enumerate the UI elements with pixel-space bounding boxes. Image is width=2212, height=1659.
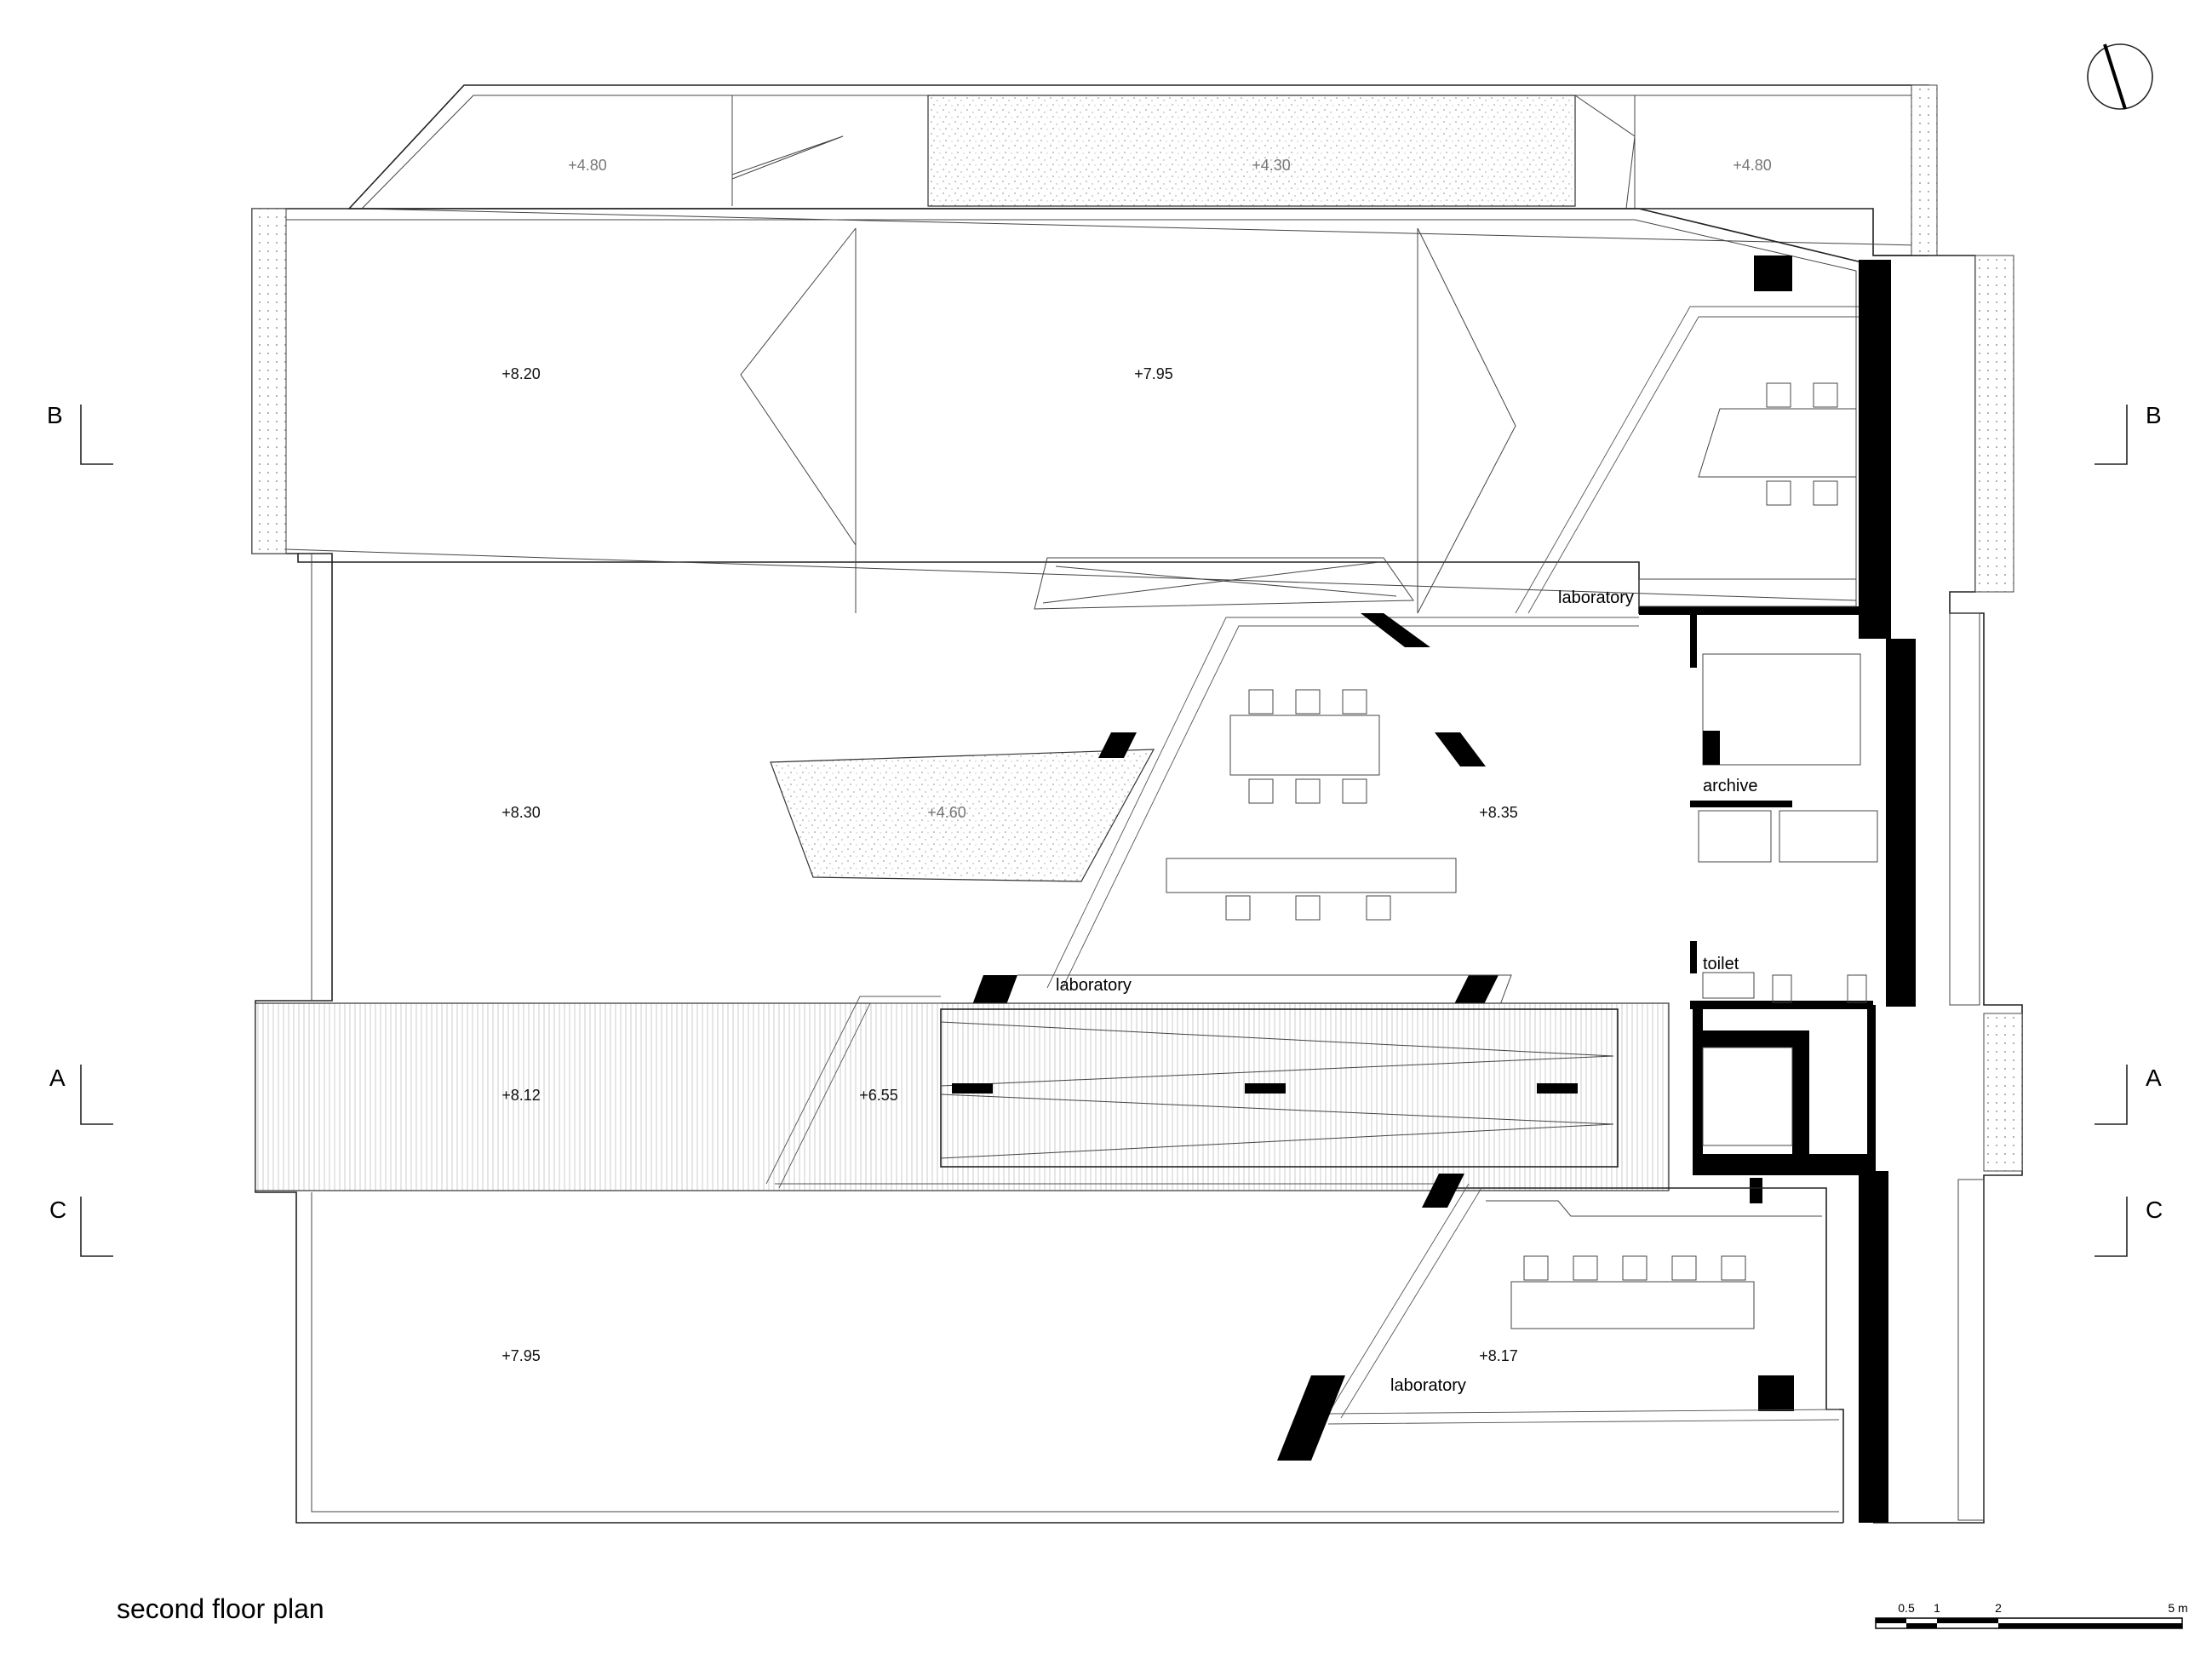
level-roof-left: +4.80: [568, 157, 607, 174]
plan-caption: second floor plan: [117, 1593, 324, 1624]
section-label-b-left: B: [47, 402, 63, 428]
scale-label-2: 2: [1995, 1601, 2002, 1615]
scale-label-5m: 5 m: [2168, 1601, 2187, 1615]
middle-zone: [770, 557, 1639, 1010]
room-label-lab-mid: laboratory: [1056, 976, 1132, 995]
roof-terrace: [347, 84, 1938, 256]
scale-bar: [1875, 1617, 2183, 1629]
section-label-a-left: A: [49, 1065, 66, 1091]
upper-block: [251, 208, 1870, 614]
level-band-left: +8.12: [501, 1087, 541, 1104]
level-mid-right: +8.35: [1479, 804, 1518, 821]
level-void: +4.60: [927, 804, 966, 821]
service-fixtures: [1698, 255, 1878, 1411]
structural-walls: [1639, 260, 1916, 1523]
level-roof-mid: +4.30: [1252, 157, 1291, 174]
section-label-a-right: A: [2146, 1065, 2162, 1091]
room-label-archive: archive: [1703, 777, 1757, 795]
lower-zone: [1277, 1174, 1844, 1523]
section-label-c-left: C: [49, 1197, 66, 1223]
section-label-c-right: C: [2146, 1197, 2163, 1223]
north-arrow-icon: [2087, 43, 2153, 110]
building-envelope: [255, 255, 2023, 1524]
room-label-toilet: toilet: [1703, 955, 1739, 973]
level-upper-left: +8.20: [501, 365, 541, 382]
level-roof-right: +4.80: [1733, 157, 1772, 174]
stair-core: [255, 996, 1670, 1191]
level-upper-mid: +7.95: [1134, 365, 1173, 382]
level-lower-right: +8.17: [1479, 1347, 1518, 1364]
section-label-b-right: B: [2146, 402, 2162, 428]
scale-label-0-5: 0.5: [1898, 1601, 1915, 1615]
level-ramp: +6.55: [859, 1087, 898, 1104]
room-label-lab-bottom: laboratory: [1390, 1376, 1466, 1395]
room-label-lab-top: laboratory: [1558, 588, 1634, 607]
lab-top-furniture: [1515, 306, 1859, 614]
level-mid-left: +8.30: [501, 804, 541, 821]
section-markers: [80, 405, 2128, 1257]
level-lower-left: +7.95: [501, 1347, 541, 1364]
scale-label-1: 1: [1934, 1601, 1940, 1615]
